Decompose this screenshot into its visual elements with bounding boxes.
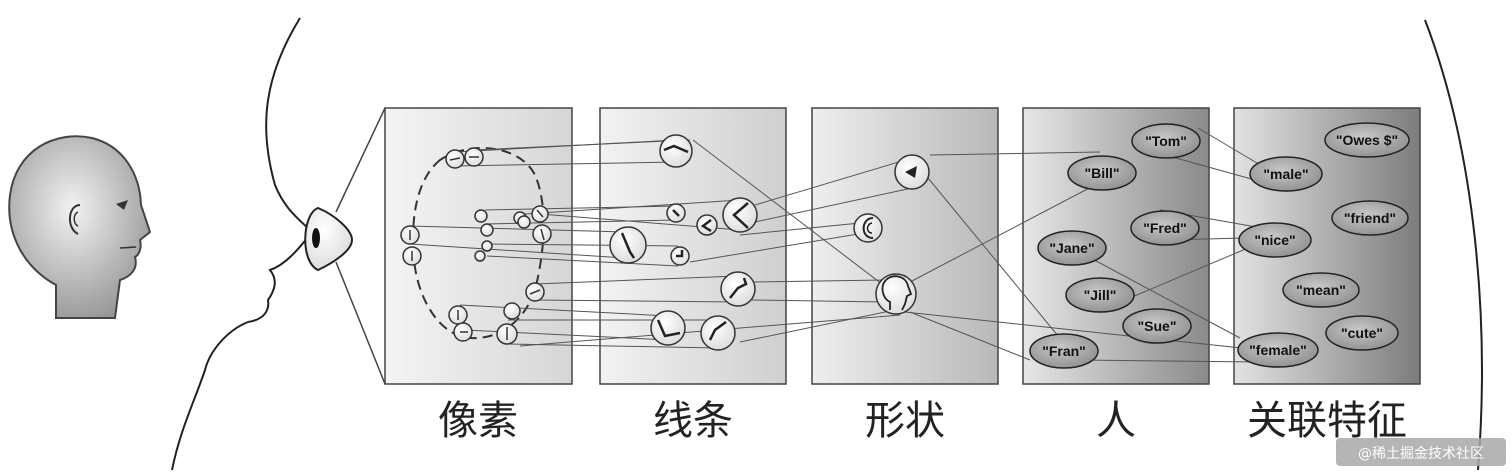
feature-node-owes: "Owes $" [1324, 122, 1410, 158]
feature-node-mean: "mean" [1282, 272, 1360, 308]
person-label-sue: "Sue" [1138, 318, 1177, 334]
face-profile-outline [171, 17, 314, 471]
feature-label-friend: "friend" [1344, 210, 1396, 226]
feature-node-friend: "friend" [1331, 200, 1409, 236]
feature-label-female: "female" [1249, 342, 1307, 358]
person-label-tom: "Tom" [1145, 133, 1187, 149]
feature-node-male: "male" [1249, 156, 1323, 192]
panel-shapes [811, 107, 999, 385]
person-node-jill: "Jill" [1065, 277, 1135, 313]
head-back-outline [1424, 19, 1483, 471]
person-node-fran: "Fran" [1029, 333, 1099, 369]
connections-pixels-to-lines [409, 139, 741, 349]
person-label-fred: "Fred" [1143, 220, 1187, 236]
stage-label-people: 人 [1096, 398, 1136, 444]
stage-label-lines: 线条 [653, 398, 733, 444]
person-node-sue: "Sue" [1122, 308, 1192, 344]
person-label-jane: "Jane" [1049, 240, 1094, 256]
person-node-jane: "Jane" [1037, 230, 1107, 266]
feature-label-mean: "mean" [1296, 282, 1346, 298]
feature-node-nice: "nice" [1238, 222, 1312, 258]
person-node-tom: "Tom" [1131, 123, 1201, 159]
watermark-text: @稀土掘金技术社区 [1358, 446, 1484, 462]
feature-nodes: "Owes $" "male" "friend" "nice" "mean" "… [1237, 122, 1410, 368]
person-label-jill: "Jill" [1084, 287, 1117, 303]
feature-label-nice: "nice" [1254, 232, 1295, 248]
pixel-circle-strokes [409, 156, 545, 340]
stage-label-pixels: 像素 [438, 398, 518, 444]
feature-label-cute: "cute" [1341, 325, 1383, 341]
view-frustum-bottom [335, 261, 386, 385]
stage-label-features: 关联特征 [1247, 398, 1407, 444]
feature-node-cute: "cute" [1325, 315, 1399, 351]
eye-icon [304, 206, 354, 272]
person-node-bill: "Bill" [1067, 155, 1137, 191]
stage-label-shapes: 形状 [865, 398, 945, 444]
feature-label-male: "male" [1263, 166, 1308, 182]
shape-eye-circle [894, 154, 930, 190]
person-label-fran: "Fran" [1042, 343, 1086, 359]
viewer-head-icon [8, 135, 152, 319]
shape-ear-circle [853, 213, 883, 243]
feature-label-owes: "Owes $" [1336, 132, 1398, 148]
person-node-fred: "Fred" [1130, 210, 1200, 246]
watermark: @稀土掘金技术社区 [1336, 438, 1506, 466]
line-feature-strokes [620, 144, 749, 341]
view-frustum-top [335, 107, 386, 213]
feature-node-female: "female" [1237, 332, 1319, 368]
people-nodes: "Tom" "Bill" "Fred" "Jane" "Jill" "Sue" … [1029, 123, 1201, 369]
person-label-bill: "Bill" [1084, 165, 1119, 181]
shape-head-circle [875, 273, 917, 315]
